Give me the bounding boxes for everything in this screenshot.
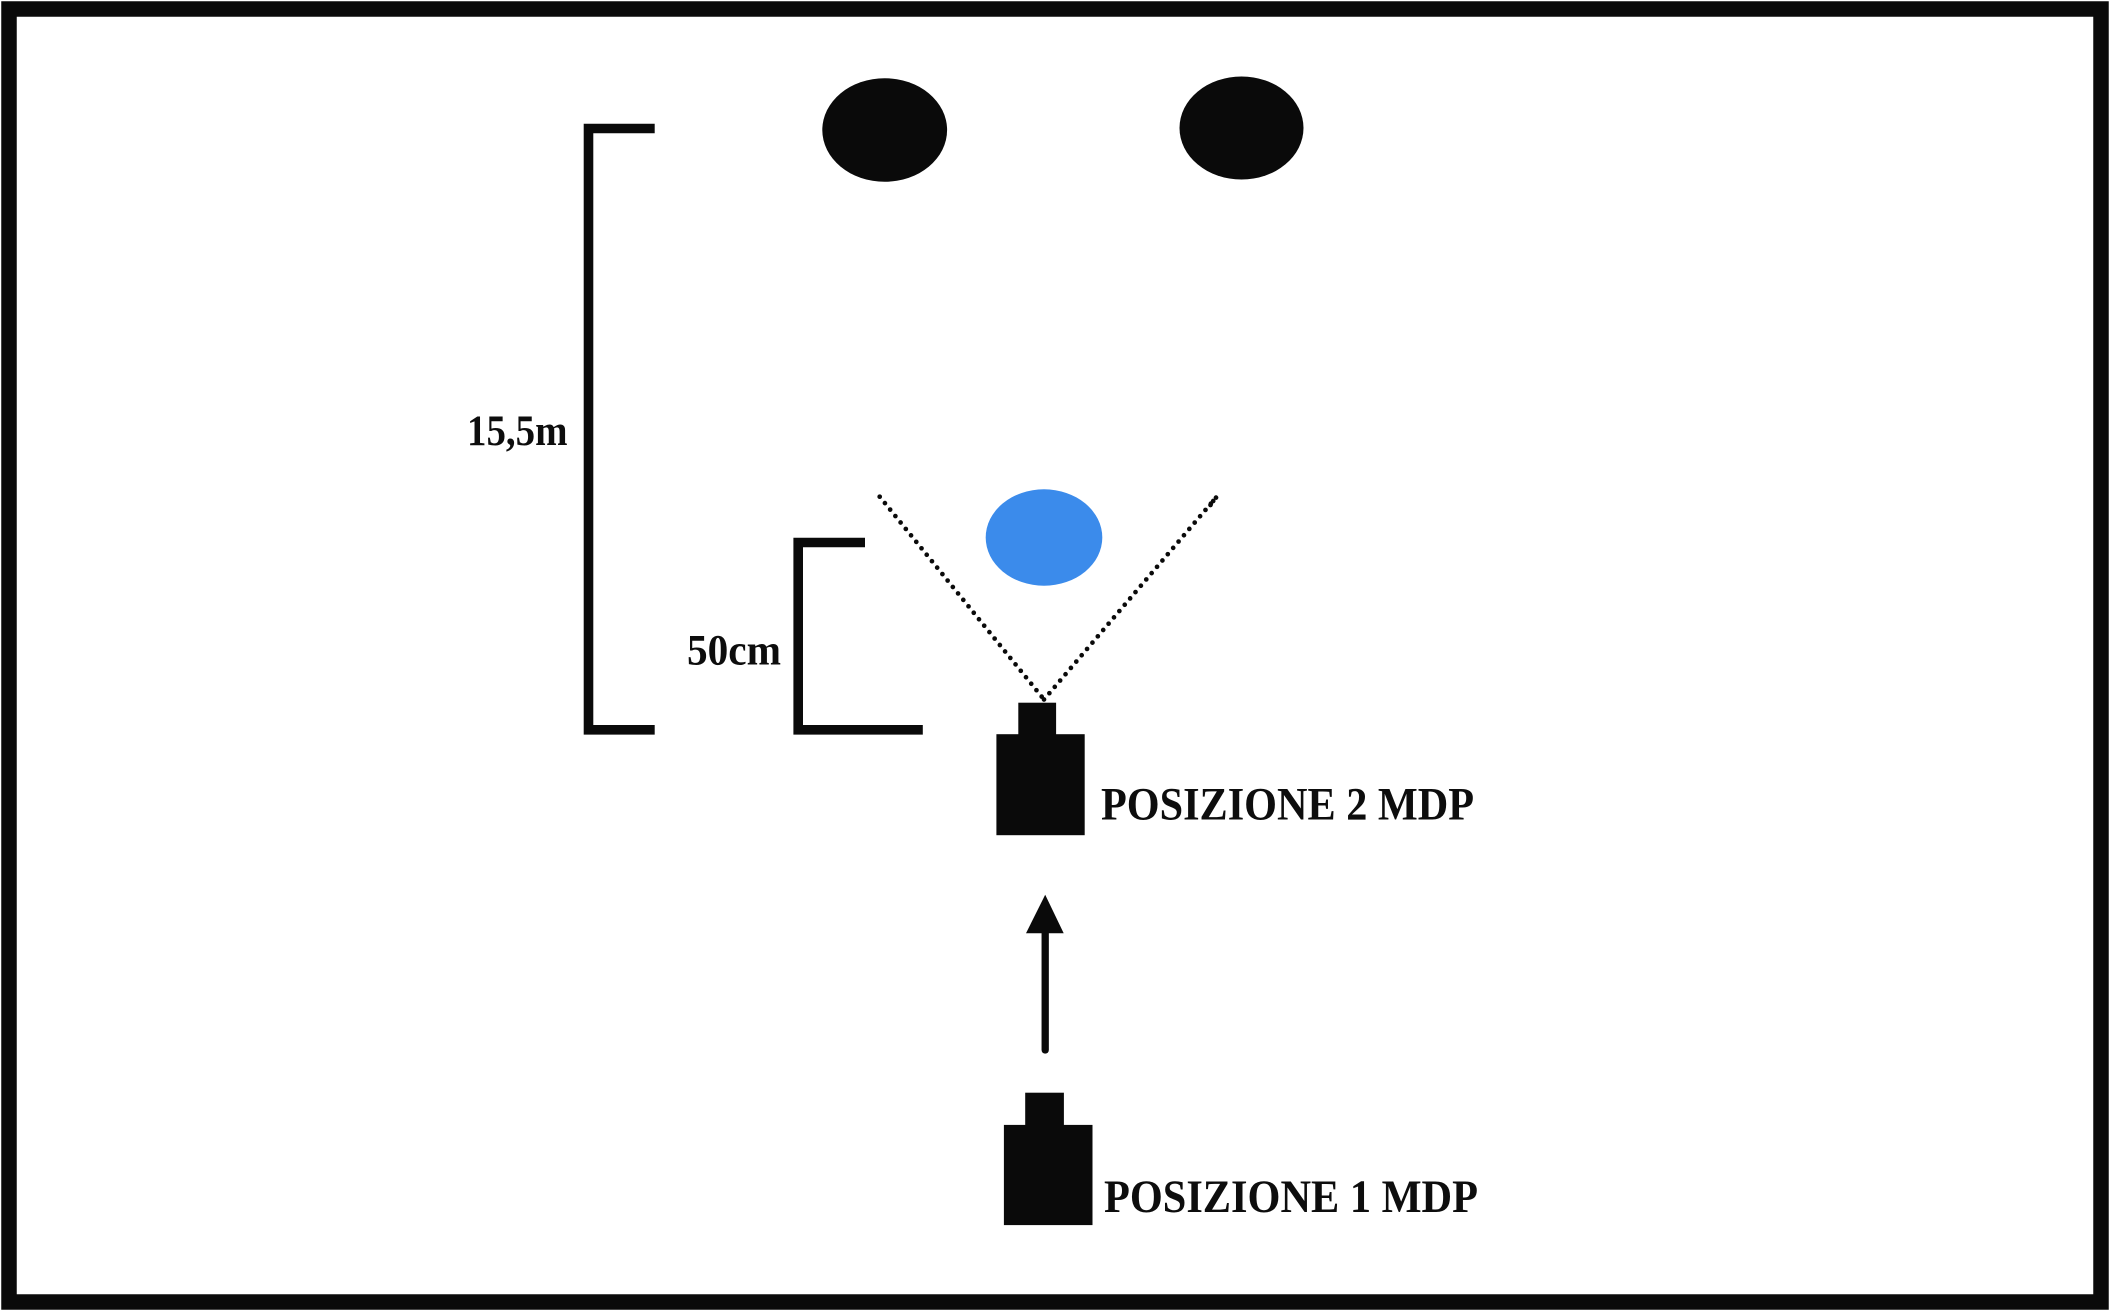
svg-text:POSIZIONE 2 MDP: POSIZIONE 2 MDP bbox=[1101, 778, 1474, 830]
svg-text:POSIZIONE 1 MDP: POSIZIONE 1 MDP bbox=[1104, 1171, 1478, 1223]
svg-text:50cm: 50cm bbox=[687, 628, 781, 675]
svg-text:15,5m: 15,5m bbox=[467, 408, 568, 455]
